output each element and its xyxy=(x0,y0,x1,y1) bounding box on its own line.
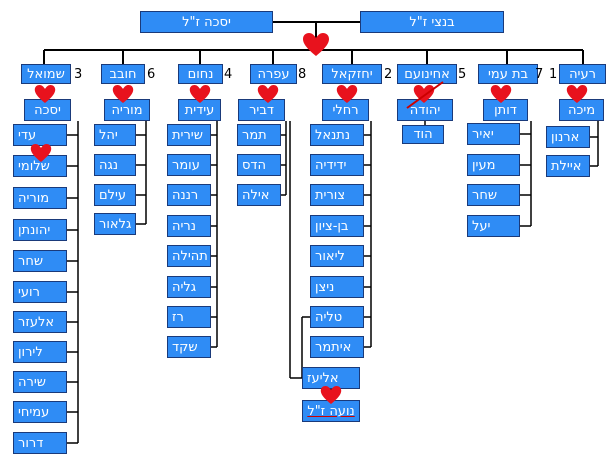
grandchild-8-6[interactable]: רועי xyxy=(13,281,67,303)
grandchild-8-3[interactable]: מוריה xyxy=(13,187,67,209)
grandchild-5-3[interactable]: אילה xyxy=(237,184,281,206)
grandchild-8-2[interactable]: שלומי xyxy=(13,155,67,177)
grandchild-1-2[interactable]: איילת xyxy=(546,155,590,177)
child-2-box[interactable]: בת עמי xyxy=(478,64,538,84)
child-4-box[interactable]: יחזקאל xyxy=(322,64,382,84)
grandchild-5-1[interactable]: תמר xyxy=(237,124,281,146)
grandchild-2-2[interactable]: מעין xyxy=(467,154,520,176)
spouse-1-box[interactable]: מיכה xyxy=(559,99,604,121)
grandchild-4-3[interactable]: צורית xyxy=(310,184,364,206)
grandchild-7-1[interactable]: יהל xyxy=(94,124,136,146)
child-4-number: 2 xyxy=(384,67,393,82)
grandchild-4-1[interactable]: נתנאל xyxy=(310,124,364,146)
grandchild-8-9[interactable]: שירה xyxy=(13,371,67,393)
grandchild-6-7[interactable]: רז xyxy=(167,306,211,328)
grandchild-8-11[interactable]: דרור xyxy=(13,432,67,454)
spouse-2-box[interactable]: דותן xyxy=(483,99,528,121)
child-5-box[interactable]: עפרה xyxy=(250,64,297,84)
child-3-box[interactable]: אחינועם xyxy=(397,64,457,84)
grandchild-8-4[interactable]: יהונתן xyxy=(13,219,67,241)
heart-icon xyxy=(320,385,342,405)
grandchild-4-5[interactable]: ליאור xyxy=(310,245,364,267)
child-7-number: 6 xyxy=(147,67,156,82)
grandchild-6-4[interactable]: נריה xyxy=(167,215,211,237)
grandchild-2-1[interactable]: יאיר xyxy=(467,123,520,145)
grandchild-8-5[interactable]: שחר xyxy=(13,250,67,272)
child-1-number: 1 xyxy=(549,67,558,82)
grandchild-8-8[interactable]: לירון xyxy=(13,341,67,363)
child-5-number: 8 xyxy=(298,67,307,82)
child-2-number: 7 xyxy=(535,67,544,82)
child-8-box[interactable]: שמואל xyxy=(21,64,71,84)
heart-icon xyxy=(490,84,512,104)
grandchild-3-1[interactable]: הוד xyxy=(402,125,444,144)
grandchild-7-2[interactable]: נגה xyxy=(94,154,136,176)
grandchild-6-1[interactable]: שירית xyxy=(167,124,211,146)
grandchild-6-5[interactable]: תהילה xyxy=(167,245,211,267)
spouse-7-box[interactable]: מוריה xyxy=(104,99,150,121)
husband-box[interactable]: בנצי ז"ל xyxy=(360,11,504,33)
wife-box[interactable]: יסכה ז"ל xyxy=(140,11,273,33)
grandchild-6-6[interactable]: גליה xyxy=(167,276,211,298)
grandchild-7-4[interactable]: גלאור xyxy=(94,213,136,235)
grandchild-4-7[interactable]: טליה xyxy=(310,306,364,328)
grandchild-2-3[interactable]: שחר xyxy=(467,184,520,206)
heart-icon xyxy=(566,84,588,104)
child-6-box[interactable]: נחום xyxy=(178,64,223,84)
child-7-box[interactable]: חובב xyxy=(101,64,145,84)
heart-icon xyxy=(112,84,134,104)
grandchild-2-4[interactable]: יעל xyxy=(467,215,520,237)
heart-icon xyxy=(189,84,211,104)
grandchild-7-3[interactable]: עילם xyxy=(94,184,136,206)
heart-icon xyxy=(257,84,279,104)
grandchild-4-extra-spouse-label: נועה ז"ל xyxy=(307,403,355,419)
grandchild-4-2[interactable]: ידידיה xyxy=(310,154,364,176)
grandchild-8-7[interactable]: אלעזר xyxy=(13,311,67,333)
heart-icon xyxy=(336,84,358,104)
child-8-number: 3 xyxy=(74,67,83,82)
child-1-box[interactable]: רעיה xyxy=(559,64,606,84)
grandchild-8-1[interactable]: עדי xyxy=(13,124,67,146)
grandchild-5-2[interactable]: הדס xyxy=(237,154,281,176)
heart-icon xyxy=(30,143,52,163)
spouse-4-box[interactable]: רחלי xyxy=(322,99,369,121)
heart-icon xyxy=(34,84,56,104)
spouse-6-box[interactable]: עידית xyxy=(178,99,221,121)
heart-icon xyxy=(303,33,329,56)
child-3-number: 5 xyxy=(458,67,467,82)
grandchild-6-2[interactable]: עומר xyxy=(167,154,211,176)
grandchild-8-10[interactable]: עמיחי xyxy=(13,401,67,423)
spouse-5-box[interactable]: דביר xyxy=(238,99,285,121)
grandchild-4-4[interactable]: בן-ציון xyxy=(310,215,364,237)
grandchild-4-6[interactable]: ניצן xyxy=(310,276,364,298)
grandchild-4-extra[interactable]: אליעז xyxy=(302,367,360,389)
grandchild-1-1[interactable]: ארנון xyxy=(546,126,590,148)
grandchild-6-8[interactable]: שקד xyxy=(167,336,211,358)
grandchild-6-3[interactable]: רננה xyxy=(167,184,211,206)
grandchild-4-8[interactable]: איתמר xyxy=(310,336,364,358)
crossed-line-icon xyxy=(406,81,444,109)
child-6-number: 4 xyxy=(224,67,233,82)
